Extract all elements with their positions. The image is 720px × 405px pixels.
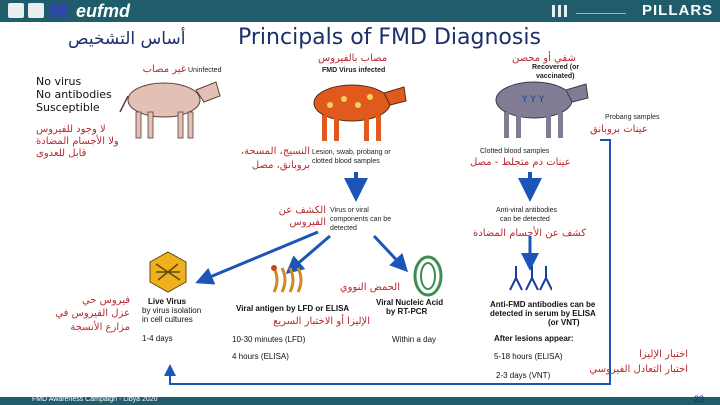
- after-lesions-text: After lesions appear:: [494, 334, 574, 343]
- arrow-diagonal: [372, 234, 409, 273]
- antigen-icon: [271, 265, 303, 293]
- vnt-time: 2-3 days (VNT): [496, 371, 551, 380]
- antigen-text: Viral antigen by LFD or ELISA: [236, 304, 350, 313]
- footer-bar: [0, 397, 720, 405]
- uninfected-ar-line: لا وجود للفيروس: [36, 124, 106, 135]
- footer-campaign: FMD Awareness Campaign - Libya 2020: [32, 396, 158, 403]
- detect-virus-text: detected: [330, 225, 357, 232]
- pillars-logo: PILLARS: [642, 2, 714, 19]
- recovered-label: Recovered (or: [532, 64, 580, 71]
- nucleic-acid-icon: [413, 255, 443, 297]
- top-bar: [0, 0, 720, 22]
- probang-samples-arabic: عينات بروبانق: [590, 124, 648, 135]
- detect-virus-text: components can be: [330, 216, 392, 223]
- eufmd-logo: eufmd: [76, 1, 130, 21]
- live-virus-arabic: عزل الفيروس في: [55, 308, 130, 319]
- return-arrow: [164, 139, 611, 385]
- uninfected-ar-line: قابل للعدوى: [36, 148, 87, 159]
- uninfected-ar-line: ولا الأجسام المضادة: [36, 136, 119, 147]
- infected-samples-text: Lesion, swab, probang or: [312, 149, 391, 156]
- nucleic-acid-time: Within a day: [392, 335, 437, 344]
- live-virus-icon: [149, 251, 187, 293]
- nucleic-acid-text: by RT-PCR: [386, 307, 428, 316]
- pillars-emblem-icon: [552, 5, 626, 17]
- vnt-arabic: اختبار التعادل الفيروسي: [589, 364, 688, 375]
- status-line: Susceptible: [36, 101, 100, 114]
- uninfected-status-list: No virus No antibodies Susceptible: [36, 75, 112, 114]
- antibody-test-text: Anti-FMD antibodies can be: [490, 300, 596, 309]
- live-virus-duration: 1-4 days: [142, 334, 173, 343]
- detect-virus-arabic: الكشف عن الفيروس: [278, 205, 326, 228]
- fao-logo-icon: [8, 3, 24, 18]
- page-title-arabic: أساس التشخيص: [68, 29, 186, 49]
- infected-cow-icon: [313, 84, 407, 141]
- probang-samples-text: Probang samples: [605, 114, 660, 121]
- clotted-samples-arabic: عينات دم متجلط - مصل: [470, 157, 571, 168]
- antibody-detect-text: can be detected: [500, 216, 550, 223]
- arrow-diagonal: [285, 234, 331, 274]
- live-virus-arabic: مزارع الأنسجة: [70, 322, 130, 333]
- recovered-label: vaccinated): [536, 73, 575, 80]
- arrow-diagonal: [195, 230, 319, 285]
- uninfected-label: Uninfected: [188, 67, 222, 74]
- antibody-icon: [509, 266, 552, 291]
- nucleic-acid-arabic: الحمض النووي: [339, 282, 400, 293]
- infected-label-arabic: مصاب بالفيروس: [318, 53, 388, 64]
- live-virus-text: by virus isolation: [142, 306, 202, 315]
- infected-samples-arabic: النسيج، المسحة،: [240, 146, 310, 157]
- live-virus-text: Live Virus: [148, 297, 187, 306]
- eu-flag-icon: [50, 3, 68, 18]
- elisa-arabic: اختبار الإليزا: [639, 349, 688, 360]
- uninfected-label-arabic: غير مصاب: [142, 64, 186, 75]
- antigen-arabic: الإليزا أو الاختبار السريع: [273, 316, 370, 327]
- page-title: Principals of FMD Diagnosis: [238, 25, 541, 50]
- infected-label: FMD Virus infected: [322, 67, 386, 74]
- recovered-cow-icon: Y Y Y: [495, 81, 589, 138]
- clotted-samples-text: Clotted blood samples: [480, 148, 550, 155]
- antigen-time: 4 hours (ELISA): [232, 352, 289, 361]
- live-virus-text: in cell cultures: [142, 315, 193, 324]
- status-line: No virus: [36, 75, 82, 88]
- antibody-test-text: (or VNT): [548, 318, 580, 327]
- elisa-time: 5-18 hours (ELISA): [494, 352, 563, 361]
- recovered-label-arabic: شفي أو محصن: [512, 53, 576, 64]
- uninfected-cow-icon: [119, 81, 221, 139]
- antibody-detect-arabic: كشف عن الأجسام المضادة: [473, 228, 586, 239]
- antigen-time: 10-30 minutes (LFD): [232, 335, 306, 344]
- detect-virus-text: Virus or viral: [330, 207, 369, 214]
- svg-text:Y Y Y: Y Y Y: [521, 95, 545, 105]
- infected-samples-text: clotted blood samples: [312, 158, 380, 165]
- org-logo-icon: [28, 3, 44, 18]
- antibody-detect-text: Anti-viral antibodies: [496, 207, 558, 214]
- page-number: 23: [694, 394, 705, 404]
- infected-samples-arabic: بروبانق، مصل: [251, 160, 310, 171]
- nucleic-acid-text: Viral Nucleic Acid: [376, 298, 444, 307]
- antibody-test-text: detected in serum by ELISA: [490, 309, 596, 318]
- live-virus-arabic: فيروس حي: [81, 295, 130, 306]
- status-line: No antibodies: [36, 88, 112, 101]
